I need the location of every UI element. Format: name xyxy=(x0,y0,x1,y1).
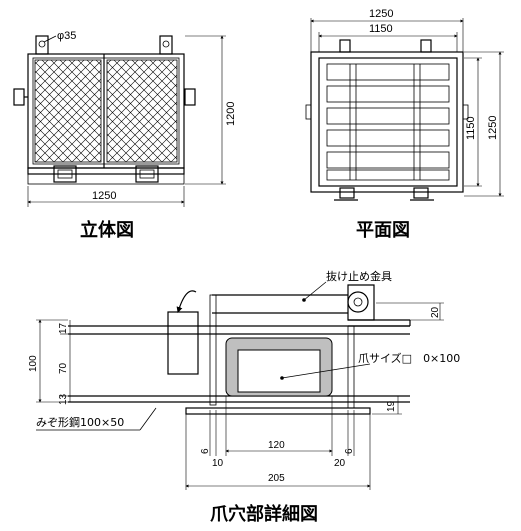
plan-handle-right xyxy=(462,104,469,120)
channel-leader xyxy=(139,407,157,431)
plan-inner-width-dim: 1150 xyxy=(369,23,393,35)
mesh-panel-left xyxy=(34,59,102,163)
plan-outer-width-dim: 1250 xyxy=(369,8,393,20)
detail-dim-6-left: 6 xyxy=(200,448,211,454)
claw-pocket-right xyxy=(135,165,159,183)
detail-dim-120: 120 xyxy=(268,440,285,451)
plan-frame-inner xyxy=(318,57,458,187)
claw-size-label: 爪サイズ□ 0×100 xyxy=(358,351,460,365)
detail-dim-10: 10 xyxy=(212,458,224,469)
channel-label: みぞ形鋼100×50 xyxy=(36,415,124,429)
fitting-label: 抜け止め金具 xyxy=(326,269,392,283)
detail-dim-20-right: 20 xyxy=(334,458,346,469)
plan-lug-left xyxy=(339,39,351,53)
fitting-leader xyxy=(303,281,327,301)
detail-dim-205: 205 xyxy=(268,473,285,484)
mesh-panel-right xyxy=(106,59,178,163)
elevation-height-dim: 1200 xyxy=(225,102,237,126)
detail-dim-6-right: 6 xyxy=(344,448,355,454)
detail-view: 抜け止め金具 20 xyxy=(28,269,460,525)
claw-size-leader xyxy=(281,363,371,379)
claw-hole-white xyxy=(237,349,321,393)
lifting-lug-right xyxy=(159,35,173,55)
detail-dim-100: 100 xyxy=(28,355,39,372)
hole-leader-line xyxy=(43,35,57,43)
plan-pockets xyxy=(334,187,434,201)
elevation-title: 立体図 xyxy=(80,219,134,241)
detail-dim-17: 17 xyxy=(58,322,69,334)
elevation-width-dim: 1250 xyxy=(92,190,116,202)
plan-frame-outer xyxy=(310,51,464,193)
plan-handle-left xyxy=(305,104,312,120)
plan-planks xyxy=(326,63,450,181)
detail-title: 爪穴部詳細図 xyxy=(210,503,318,525)
plan-inner-height-dim: 1150 xyxy=(465,116,477,140)
plan-view: 1250 1150 xyxy=(305,8,504,241)
claw-pocket-left xyxy=(53,165,77,183)
fitting-dim-20: 20 xyxy=(430,306,441,318)
hole-diameter-label: φ35 xyxy=(57,30,76,42)
detail-dim-13: 13 xyxy=(58,393,69,405)
plan-title: 平面図 xyxy=(356,220,410,241)
post-left xyxy=(209,294,217,406)
base-beam xyxy=(27,167,185,175)
plan-lug-right xyxy=(420,39,432,53)
base-channel xyxy=(27,173,185,185)
rotation-arrow xyxy=(176,290,197,313)
lifting-lug-left xyxy=(35,35,49,55)
claw-plate xyxy=(167,311,199,375)
detail-dim-19: 19 xyxy=(386,400,397,412)
frame-inner xyxy=(32,57,180,165)
detail-dim-70: 70 xyxy=(58,362,69,374)
plan-outer-height-dim: 1250 xyxy=(487,116,499,140)
elevation-view: φ35 1250 xyxy=(13,30,237,241)
side-handle-left xyxy=(13,88,28,106)
channel-lines xyxy=(68,325,410,415)
side-handle-right xyxy=(184,88,196,106)
